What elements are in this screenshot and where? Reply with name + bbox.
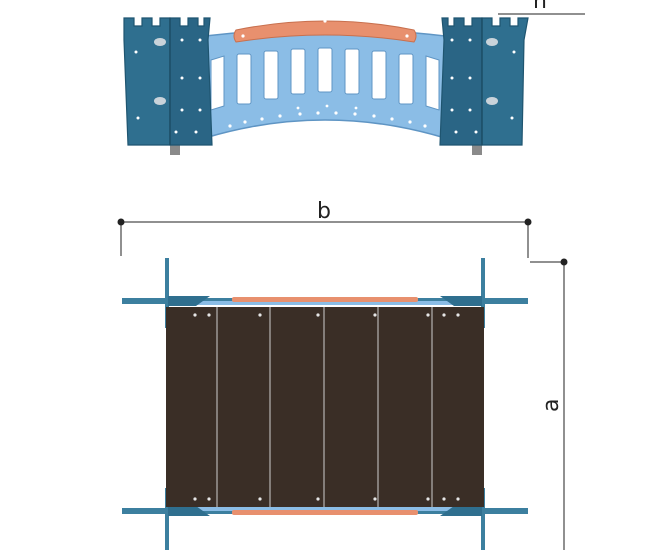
corner-bracket <box>440 506 482 516</box>
corner-post <box>481 488 485 550</box>
width-dimension: b <box>117 199 532 258</box>
railing-opening <box>317 47 333 93</box>
side-elevation-view: h <box>123 0 585 155</box>
tower-emblem <box>486 38 498 46</box>
corner-bracket <box>168 506 210 516</box>
handrail <box>233 20 417 43</box>
width-label: b <box>317 199 331 224</box>
corner-bracket <box>168 296 210 306</box>
railing-opening <box>210 55 225 111</box>
railing-bolts <box>228 104 427 128</box>
corner-post <box>165 258 169 328</box>
handrail-top-edge <box>232 297 418 302</box>
deck-plank-seams <box>216 307 433 507</box>
corner-bracket <box>440 296 482 306</box>
tower-emblem <box>154 38 166 46</box>
railing-openings <box>210 47 440 111</box>
left-tower <box>123 17 213 146</box>
tower-emblem <box>486 97 498 105</box>
railing-opening <box>263 50 279 100</box>
left-tower-foot <box>170 143 180 155</box>
railing-opening <box>425 55 440 111</box>
right-tower-foot <box>472 143 482 155</box>
tower-emblem <box>154 97 166 105</box>
top-plan-view <box>122 258 528 550</box>
railing-opening <box>371 50 387 100</box>
height-label: h <box>533 0 547 14</box>
right-tower <box>439 17 529 146</box>
railing-opening <box>344 48 360 95</box>
railing-opening <box>236 53 252 105</box>
handrail-bottom-edge <box>232 510 418 515</box>
bridge-deck <box>166 307 484 507</box>
height-dimension: h <box>498 0 585 15</box>
length-label: a <box>539 399 564 412</box>
length-dimension: a <box>530 258 568 550</box>
corner-post <box>165 488 169 550</box>
deck-screws <box>193 313 460 501</box>
railing-opening <box>398 53 414 105</box>
corner-post <box>481 258 485 328</box>
handrail-bolts <box>241 19 409 38</box>
railing-opening <box>290 48 306 95</box>
